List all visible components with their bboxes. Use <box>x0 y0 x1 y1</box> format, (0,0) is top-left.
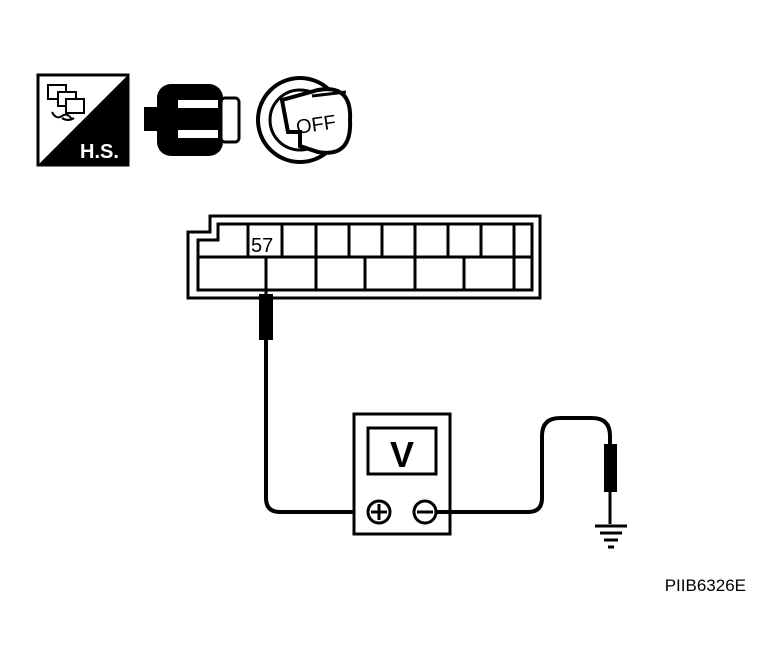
connector-face: 57 <box>186 214 542 300</box>
hs-label: H.S. <box>80 141 119 163</box>
negative-terminal-icon <box>412 499 438 525</box>
figure-id: PIIB6326E <box>665 576 746 595</box>
negative-probe <box>436 416 617 524</box>
positive-probe <box>259 258 368 514</box>
terminal-57-label: 57 <box>251 235 273 257</box>
ground-icon <box>595 524 627 549</box>
connector-icon <box>144 84 241 156</box>
positive-terminal-icon <box>366 499 392 525</box>
voltmeter: V <box>352 412 452 536</box>
harness-side-icon: H.S. <box>36 73 130 167</box>
meter-v-label: V <box>390 434 414 475</box>
ignition-key-icon: OFF <box>256 76 353 164</box>
